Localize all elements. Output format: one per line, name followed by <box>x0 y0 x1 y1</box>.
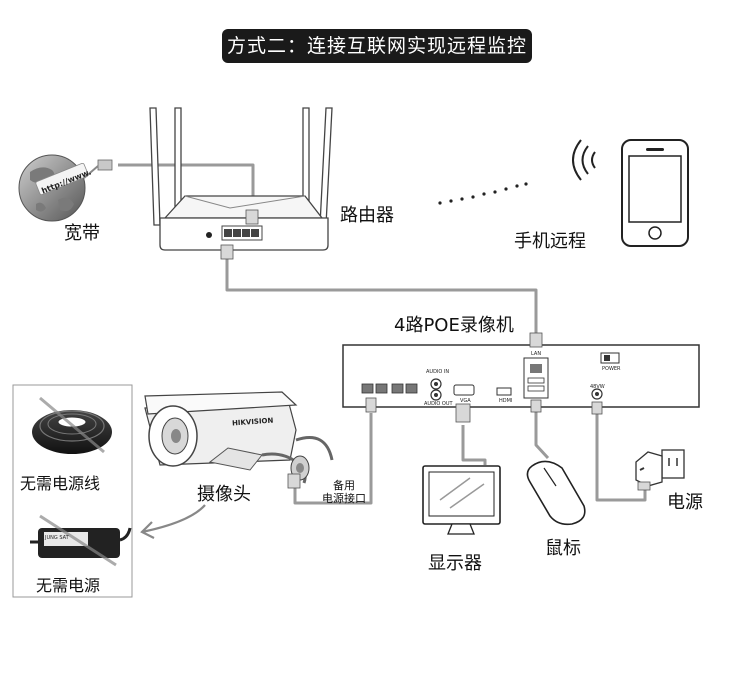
page-title: 方式二：连接互联网实现远程监控 <box>222 29 532 63</box>
power-rating-text: 48VW <box>590 384 605 390</box>
nvr-label: 4路POE录像机 <box>394 315 514 336</box>
vga-cable <box>461 425 487 465</box>
router-label: 路由器 <box>340 205 394 226</box>
cable-coil-icon <box>32 396 112 454</box>
not-needed-box <box>12 384 133 598</box>
backup-port-line1: 备用 <box>333 479 355 492</box>
no-power-cable-label: 无需电源线 <box>20 474 101 493</box>
power-switch-text: POWER <box>602 366 621 372</box>
router-nvr-cable <box>225 258 538 335</box>
wifi-icon <box>572 139 596 181</box>
backup-port-line2: 电源接口 <box>322 492 366 505</box>
arrow-icon <box>140 504 206 539</box>
power-label: 电源 <box>667 492 703 513</box>
monitor-label: 显示器 <box>428 553 482 574</box>
adapter-brand-text: JUNG SAT <box>45 535 69 541</box>
router-icon <box>149 107 333 260</box>
nvr-icon <box>342 332 700 423</box>
camera-label: 摄像头 <box>197 484 251 505</box>
audio-out-text: AUDIO OUT <box>424 401 453 407</box>
power-cable <box>595 412 647 502</box>
monitor-icon <box>422 465 501 535</box>
wireless-dots <box>438 182 528 205</box>
mobile-remote-label: 手机远程 <box>514 231 586 252</box>
no-power-supply-label: 无需电源 <box>36 576 101 595</box>
hdmi-text: HDMI <box>499 398 513 404</box>
lan-text: LAN <box>531 351 542 357</box>
wall-adapter-icon <box>635 449 685 491</box>
phone-icon <box>621 139 689 247</box>
mouse-icon <box>526 460 586 526</box>
backup-port-label: 备用 电源接口 <box>312 479 376 505</box>
globe-icon <box>18 154 113 222</box>
poe-ports <box>361 383 418 413</box>
poe-camera-cable <box>293 413 373 505</box>
power-adapter-icon <box>30 514 132 567</box>
broadband-label: 宽带 <box>64 223 100 244</box>
camera-icon <box>144 391 334 489</box>
audio-in-text: AUDIO IN <box>426 369 450 375</box>
mouse-label: 鼠标 <box>545 538 581 559</box>
vga-text: VGA <box>460 398 471 404</box>
usb-cable <box>534 410 550 460</box>
